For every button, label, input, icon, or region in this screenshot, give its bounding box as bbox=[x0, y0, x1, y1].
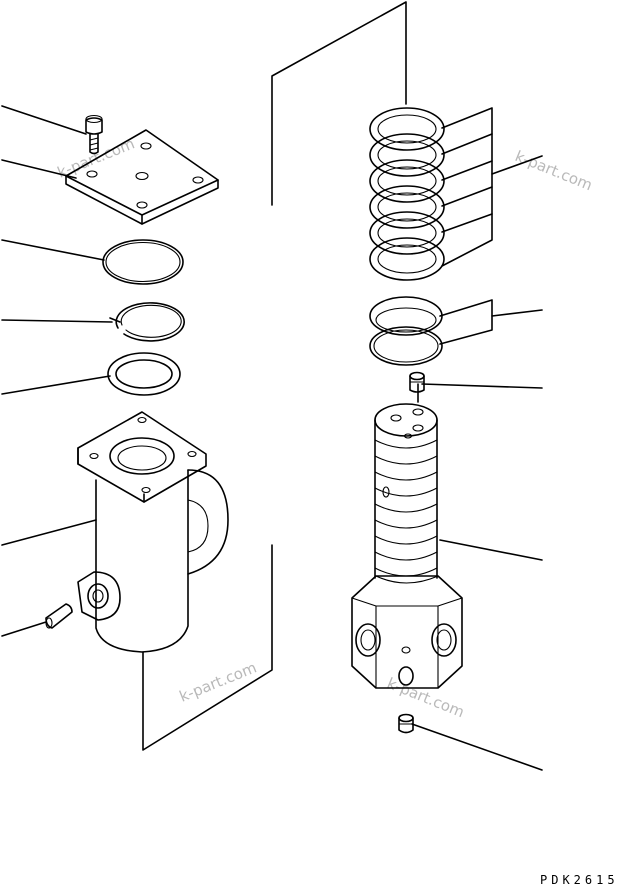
group-bracket-lines bbox=[142, 1, 407, 751]
leader-lines-left bbox=[1, 105, 113, 637]
snap-ring-icon bbox=[109, 302, 185, 342]
watermark: k-part.com bbox=[385, 674, 467, 721]
seal-set-icon bbox=[369, 296, 443, 366]
ring-stack-icon bbox=[369, 107, 445, 281]
cover-plate-icon bbox=[65, 129, 219, 225]
watermark: k-part.com bbox=[513, 147, 595, 194]
watermark: k-part.com bbox=[177, 658, 259, 705]
nipple-icon bbox=[398, 713, 414, 734]
drawing-code: PDK2615 bbox=[540, 873, 619, 887]
o-ring-icon bbox=[102, 239, 184, 285]
plug-icon bbox=[409, 371, 425, 393]
swivel-shaft-icon bbox=[351, 403, 463, 689]
seal-ring-icon bbox=[107, 352, 181, 396]
pin-icon bbox=[45, 603, 73, 629]
bolt-icon bbox=[85, 114, 103, 155]
leader-lines-right bbox=[411, 107, 543, 771]
swivel-housing-icon bbox=[77, 411, 229, 653]
